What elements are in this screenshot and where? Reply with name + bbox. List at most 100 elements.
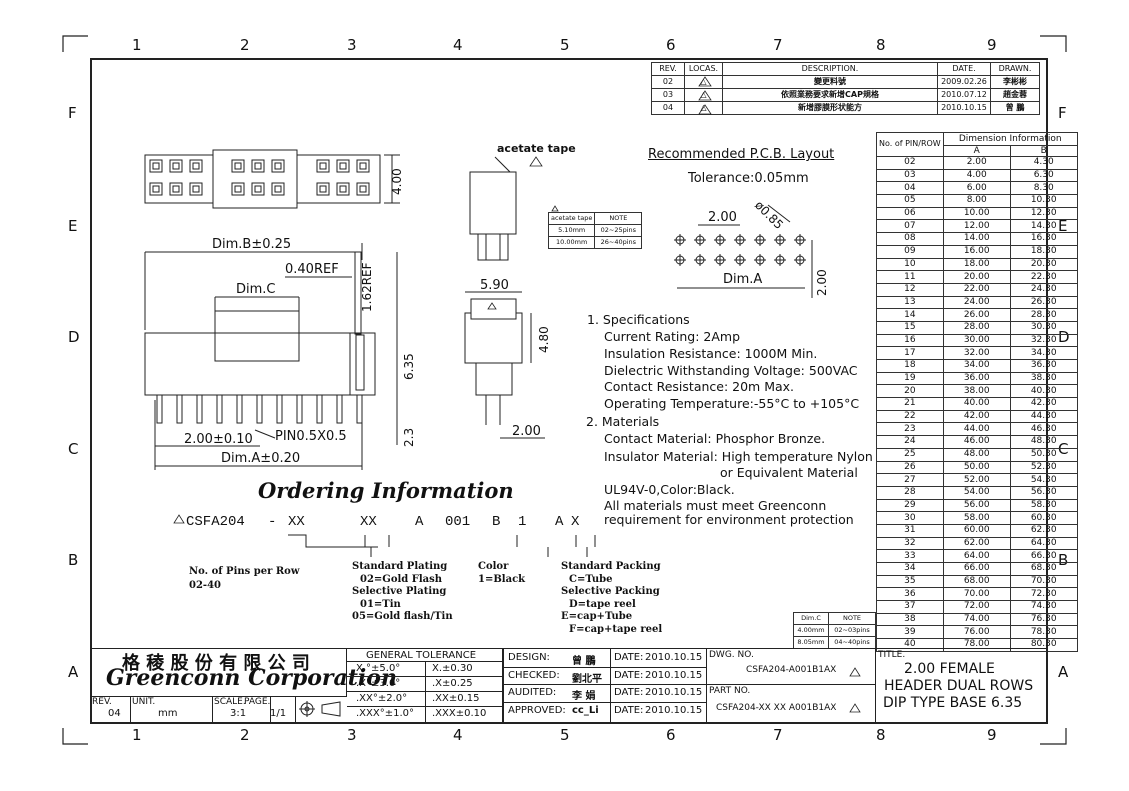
checked-signature: 劉北平 — [572, 673, 602, 685]
zone-row-label: B — [68, 551, 79, 569]
dwg-no-value: CSFA204-A001B1AX — [746, 665, 837, 675]
pin-socket-hole — [274, 185, 282, 193]
zone-row-label: D — [68, 328, 80, 346]
pin-socket — [149, 182, 163, 196]
height-400-label: 4.00 — [390, 168, 404, 195]
tolerance-angle: .XXX°±1.0° — [356, 708, 415, 719]
tolerance-angle: X.°±5.0° — [356, 663, 401, 674]
rev-label: REV. — [92, 697, 112, 707]
col-b-header: B — [1009, 145, 1078, 157]
pcb-pitch-label: 2.00 — [708, 210, 737, 225]
pin-leg — [336, 394, 343, 424]
pcb-tolerance: Tolerance:0.05mm — [688, 171, 809, 186]
pcb-layout-title: Recommended P.C.B. Layout — [648, 147, 835, 162]
zone-column-label: 6 — [666, 36, 676, 54]
date-value: 2010.10.15 — [645, 687, 703, 698]
zone-column-label: 5 — [560, 36, 570, 54]
ordering-code-part: - — [268, 514, 277, 530]
ordering-title: Ordering Information — [258, 478, 514, 503]
ordering-option: Selective Packing — [561, 586, 660, 597]
page-value: 1/1 — [270, 708, 287, 719]
width-590-label: 5.90 — [480, 278, 509, 293]
ordering-option: D=tape reel — [569, 598, 636, 610]
page-label: PAGE. — [244, 697, 271, 707]
tolerance-linear: X.±0.30 — [432, 663, 473, 674]
ordering-option: Standard Packing — [561, 561, 661, 572]
design-signature: 曾 鵬 — [572, 656, 596, 667]
pin-socket-hole — [359, 162, 367, 170]
pin-socket-hole — [339, 162, 347, 170]
pin-socket — [169, 182, 183, 196]
approved-label: APPROVED: — [508, 704, 566, 716]
pin-socket — [189, 159, 203, 173]
height-480-label: 4.80 — [537, 326, 551, 353]
spec-line: requirement for environment protection — [604, 512, 854, 527]
ordering-option: F=cap+tape reel — [569, 623, 663, 635]
pin-leg — [316, 394, 323, 424]
design-label: DESIGN: — [508, 652, 550, 663]
pin-socket-hole — [192, 162, 200, 170]
tape-cell: 10.00mm — [547, 236, 596, 249]
ordering-option: Selective Plating — [352, 586, 447, 597]
zone-column-label: 2 — [240, 36, 250, 54]
ordering-code-part: X — [571, 514, 580, 530]
pin-socket — [316, 159, 330, 173]
spec-line: Contact Material: Phosphor Bronze. — [604, 431, 826, 446]
dimension-cell: 12.30 — [1009, 206, 1078, 221]
part-no-value: CSFA204-XX XX A001B1AX — [716, 703, 837, 713]
pin-leg — [236, 394, 243, 424]
zone-column-label: 2 — [240, 726, 250, 744]
company-name-cn: 格 稜 股 份 有 限 公 司 — [122, 653, 310, 674]
zone-column-label: 8 — [876, 726, 886, 744]
pin-socket — [189, 182, 203, 196]
audited-label: AUDITED: — [508, 687, 557, 698]
title-label: TITLE. — [878, 650, 906, 660]
scale-label: SCALE. — [214, 697, 246, 707]
zone-column-label: 9 — [987, 36, 997, 54]
pin-socket-hole — [339, 185, 347, 193]
rev-value: 04 — [108, 708, 121, 719]
pcb-dim-a-label: Dim.A — [723, 272, 763, 287]
acetate-tape-label: acetate tape — [497, 142, 576, 155]
pin-leg — [176, 394, 183, 424]
height-23-label: 2.3 — [402, 427, 416, 447]
ordering-code-part: A — [555, 514, 564, 530]
ordering-code-part: A — [415, 514, 424, 530]
date-label: DATE: — [614, 704, 644, 716]
pin-size-label: PIN0.5X0.5 — [275, 429, 347, 444]
part-no-label: PART NO. — [709, 686, 751, 696]
spec-line: Current Rating: 2Amp — [604, 329, 741, 344]
zone-row-label: E — [68, 217, 78, 235]
zone-column-label: 1 — [132, 36, 142, 54]
tolerance-linear: .XX±0.15 — [432, 693, 480, 704]
pin-socket — [251, 159, 265, 173]
ordering-option: 05=Gold flash/Tin — [352, 611, 453, 622]
spec-line: or Equivalent Material — [720, 465, 858, 480]
pin-socket-hole — [172, 185, 180, 193]
pin-leg — [356, 394, 363, 424]
zone-column-label: 7 — [773, 36, 783, 54]
pin-socket-hole — [254, 185, 262, 193]
pins-range: 02-40 — [189, 580, 221, 591]
pin-leg — [156, 394, 163, 424]
zone-row-label: F — [68, 104, 77, 122]
revision-table: REV. LOCAS. DESCRIPTION. DATE. DRAWN. 02… — [651, 62, 1040, 115]
title-line-2: HEADER DUAL ROWS — [884, 678, 1034, 694]
pin-socket — [356, 182, 370, 196]
spec-line: Insulation Resistance: 1000M Min. — [604, 346, 818, 361]
unit-label: UNIT. — [132, 697, 156, 707]
pin-socket-hole — [192, 185, 200, 193]
title-line-3: DIP TYPE BASE 6.35 — [883, 695, 1023, 711]
